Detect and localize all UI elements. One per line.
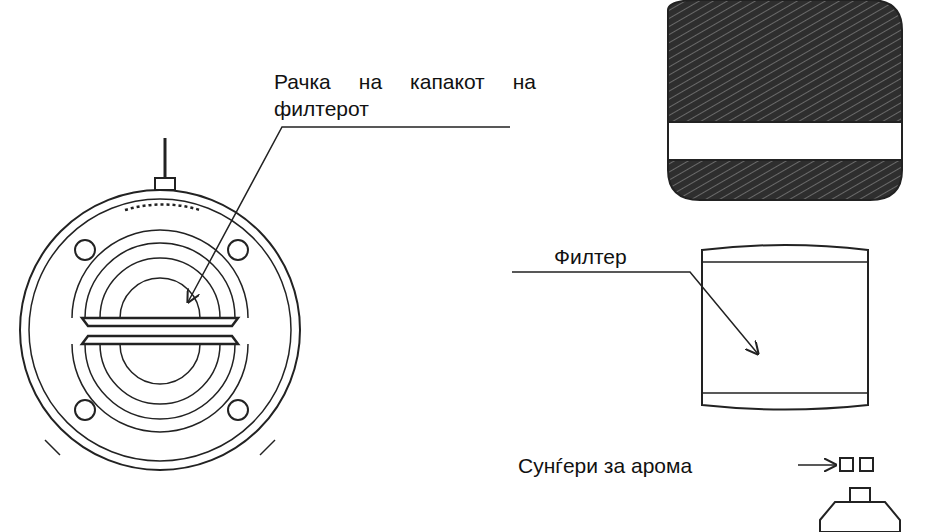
leader-lines xyxy=(188,127,836,465)
part-label: Сунѓери за арома xyxy=(516,452,694,479)
part-label: Рачка на капакот на филтерот xyxy=(272,68,538,122)
device-exploded-view xyxy=(668,0,902,532)
device-top-view xyxy=(20,138,300,470)
part-label: Филтер xyxy=(552,243,629,270)
